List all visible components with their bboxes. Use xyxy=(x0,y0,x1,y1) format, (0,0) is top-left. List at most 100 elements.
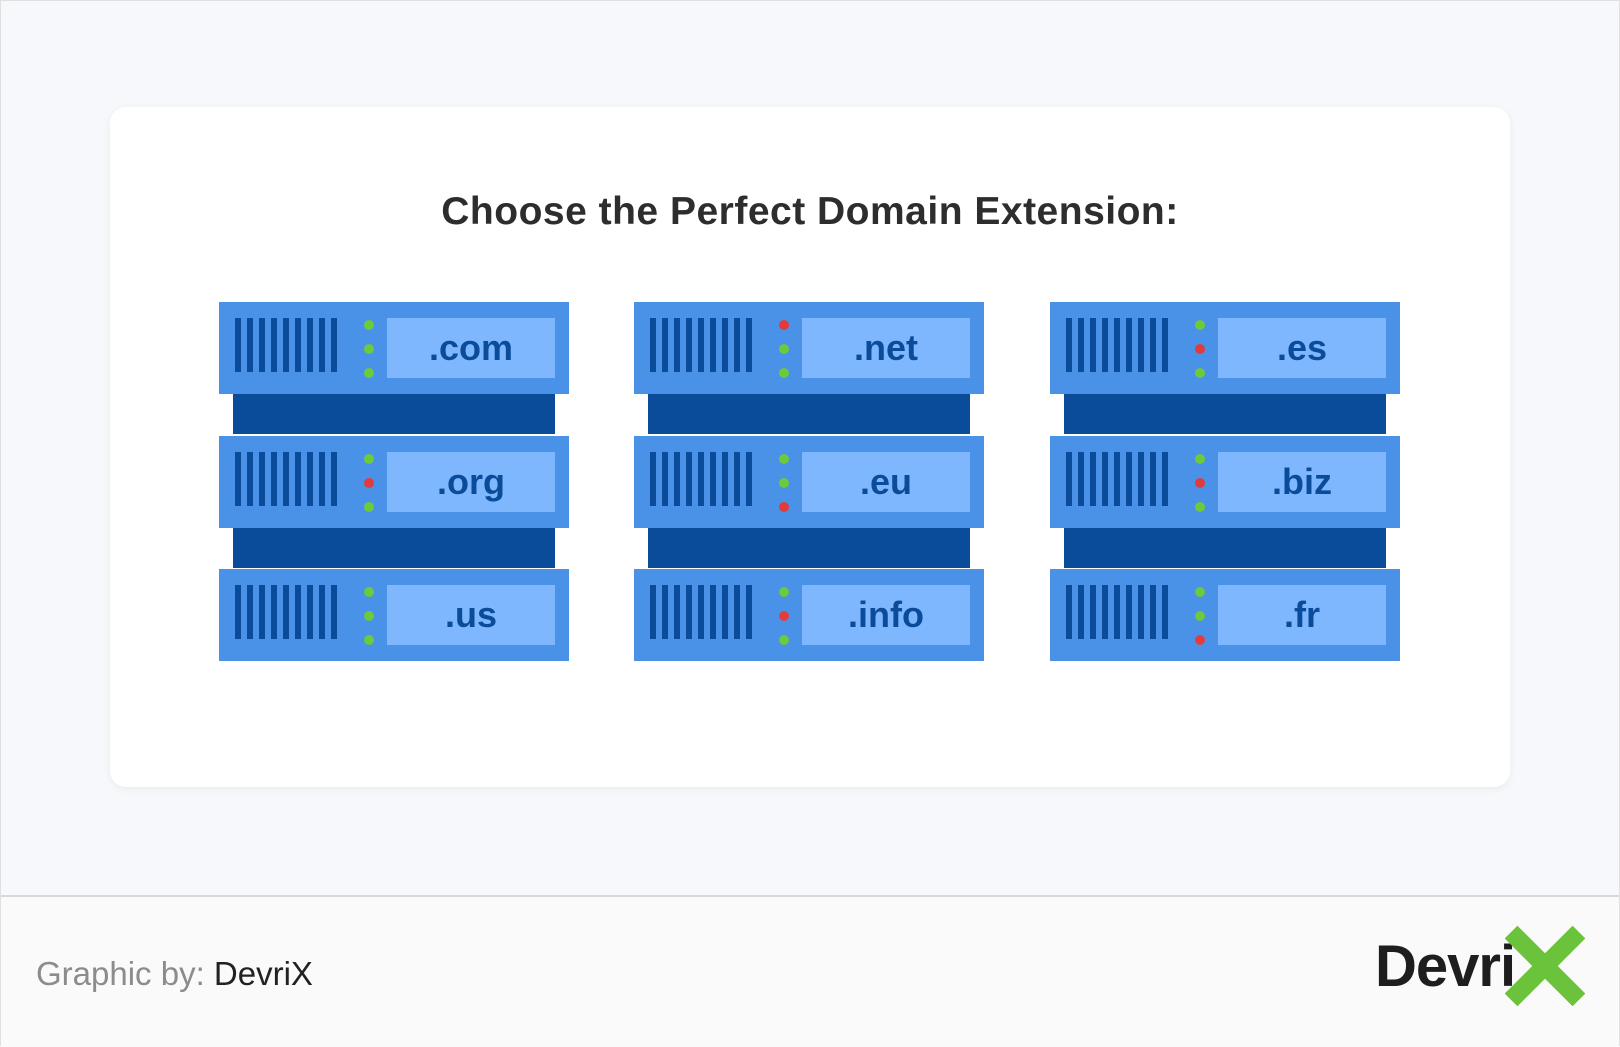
vent-slot xyxy=(295,318,301,372)
vent-slot xyxy=(1066,585,1072,639)
status-led-green xyxy=(1195,611,1205,621)
server-unit: .info xyxy=(634,569,984,661)
status-led-red xyxy=(1195,344,1205,354)
logo-x-icon xyxy=(1505,925,1585,1007)
server-connector xyxy=(648,394,970,434)
vent-slot xyxy=(650,452,656,506)
logo-wordmark: Devri xyxy=(1375,934,1516,999)
status-led-green xyxy=(779,478,789,488)
vent-slot xyxy=(1138,452,1144,506)
vent-slot xyxy=(746,585,752,639)
vent-slot xyxy=(722,585,728,639)
server-vents xyxy=(1066,318,1168,372)
server-unit: .us xyxy=(219,569,569,661)
vent-slot xyxy=(746,318,752,372)
credit-prefix: Graphic by: xyxy=(36,955,205,992)
vent-slot xyxy=(1150,318,1156,372)
domain-extension-label: .fr xyxy=(1218,585,1386,645)
status-led-green xyxy=(1195,502,1205,512)
vent-slot xyxy=(283,585,289,639)
vent-slot xyxy=(1126,452,1132,506)
server-stack: .com .org .us xyxy=(219,302,569,662)
vent-slot xyxy=(686,318,692,372)
vent-slot xyxy=(710,318,716,372)
domain-extension-label: .org xyxy=(387,452,555,512)
status-leds xyxy=(364,318,374,378)
vent-slot xyxy=(1078,318,1084,372)
server-vents xyxy=(235,452,337,506)
server-vents xyxy=(650,318,752,372)
status-led-green xyxy=(364,635,374,645)
vent-slot xyxy=(283,452,289,506)
vent-slot xyxy=(235,585,241,639)
status-led-red xyxy=(779,320,789,330)
server-stack: .net.eu.info xyxy=(634,302,984,662)
server-vents xyxy=(235,318,337,372)
domain-extension-label: .us xyxy=(387,585,555,645)
status-leds xyxy=(364,585,374,645)
vent-slot xyxy=(710,585,716,639)
graphic-credit: Graphic by: DevriX xyxy=(36,955,313,993)
vent-slot xyxy=(722,318,728,372)
vent-slot xyxy=(331,452,337,506)
vent-slot xyxy=(662,452,668,506)
domain-extension-label: .com xyxy=(387,318,555,378)
vent-slot xyxy=(271,452,277,506)
status-leds xyxy=(1195,318,1205,378)
vent-slot xyxy=(1150,452,1156,506)
status-led-green xyxy=(364,320,374,330)
server-vents xyxy=(1066,452,1168,506)
footer xyxy=(1,895,1619,1047)
server-vents xyxy=(235,585,337,639)
server-unit: .eu xyxy=(634,436,984,528)
vent-slot xyxy=(331,318,337,372)
vent-slot xyxy=(1162,318,1168,372)
server-connector xyxy=(648,528,970,568)
server-connector xyxy=(1064,394,1386,434)
status-led-green xyxy=(364,611,374,621)
vent-slot xyxy=(271,318,277,372)
vent-slot xyxy=(650,318,656,372)
vent-slot xyxy=(734,318,740,372)
vent-slot xyxy=(307,318,313,372)
vent-slot xyxy=(259,318,265,372)
vent-slot xyxy=(247,585,253,639)
vent-slot xyxy=(295,452,301,506)
vent-slot xyxy=(686,452,692,506)
server-connector xyxy=(233,528,555,568)
vent-slot xyxy=(722,452,728,506)
vent-slot xyxy=(319,318,325,372)
vent-slot xyxy=(1114,318,1120,372)
vent-slot xyxy=(235,318,241,372)
vent-slot xyxy=(1102,318,1108,372)
vent-slot xyxy=(331,585,337,639)
vent-slot xyxy=(650,585,656,639)
domain-extension-label: .es xyxy=(1218,318,1386,378)
server-vents xyxy=(650,585,752,639)
vent-slot xyxy=(698,318,704,372)
server-connector xyxy=(233,394,555,434)
vent-slot xyxy=(1066,452,1072,506)
server-unit: .fr xyxy=(1050,569,1400,661)
domain-extension-label: .info xyxy=(802,585,970,645)
status-led-green xyxy=(364,587,374,597)
status-leds xyxy=(779,585,789,645)
vent-slot xyxy=(1078,452,1084,506)
vent-slot xyxy=(1102,452,1108,506)
domain-extension-label: .biz xyxy=(1218,452,1386,512)
vent-slot xyxy=(1102,585,1108,639)
status-led-green xyxy=(779,587,789,597)
vent-slot xyxy=(686,585,692,639)
status-led-green xyxy=(1195,454,1205,464)
status-led-red xyxy=(779,502,789,512)
vent-slot xyxy=(295,585,301,639)
server-unit: .es xyxy=(1050,302,1400,394)
vent-slot xyxy=(674,585,680,639)
vent-slot xyxy=(1090,318,1096,372)
server-unit: .com xyxy=(219,302,569,394)
vent-slot xyxy=(1090,585,1096,639)
vent-slot xyxy=(1114,452,1120,506)
vent-slot xyxy=(1126,585,1132,639)
vent-slot xyxy=(1066,318,1072,372)
status-led-green xyxy=(364,454,374,464)
